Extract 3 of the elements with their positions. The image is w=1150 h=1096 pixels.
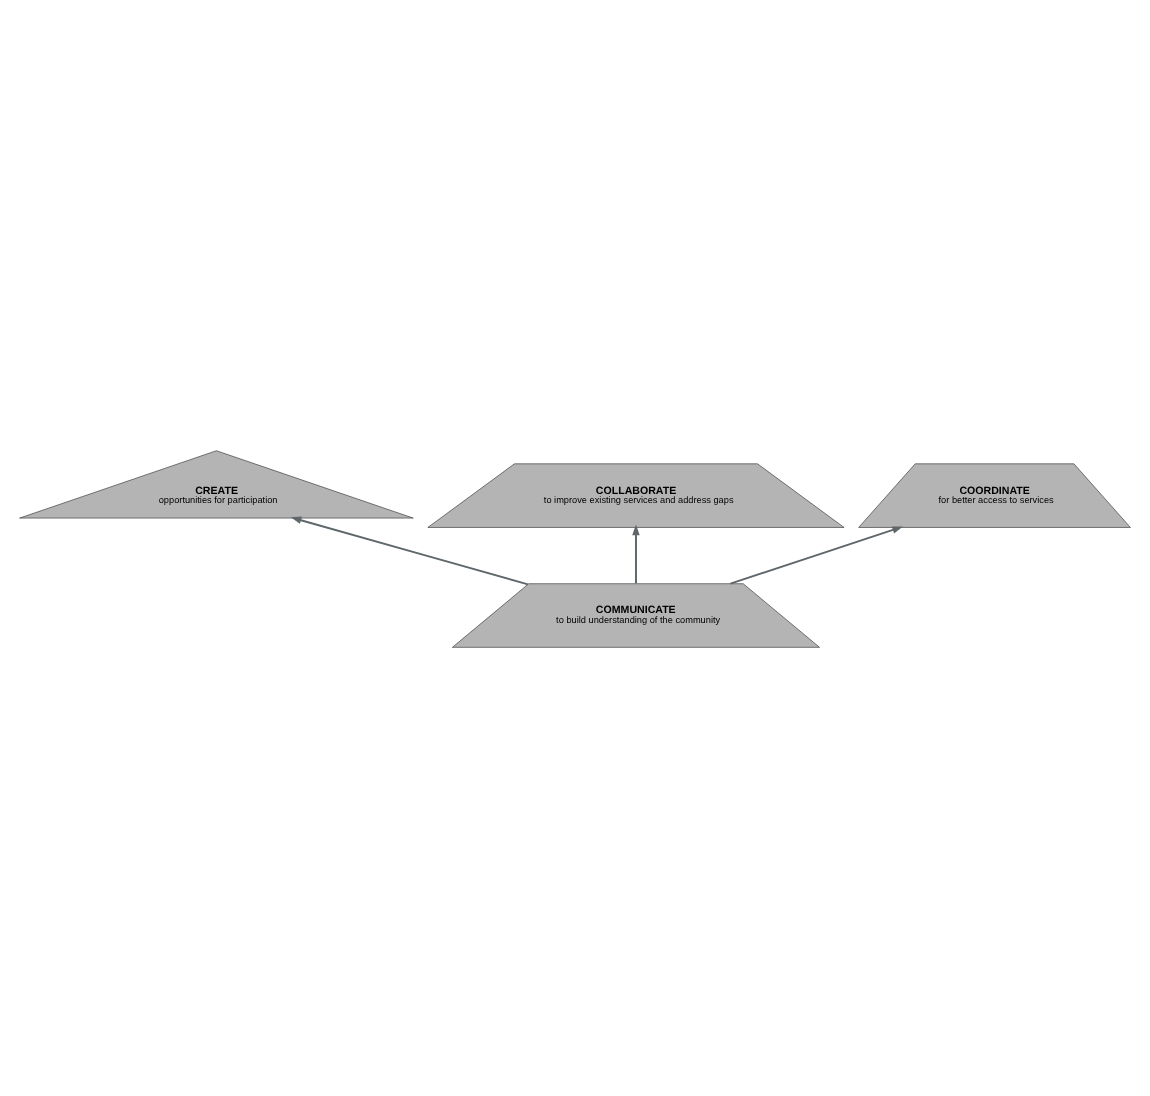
arrow — [729, 525, 904, 584]
arrow — [290, 515, 529, 585]
arrow — [632, 523, 640, 584]
